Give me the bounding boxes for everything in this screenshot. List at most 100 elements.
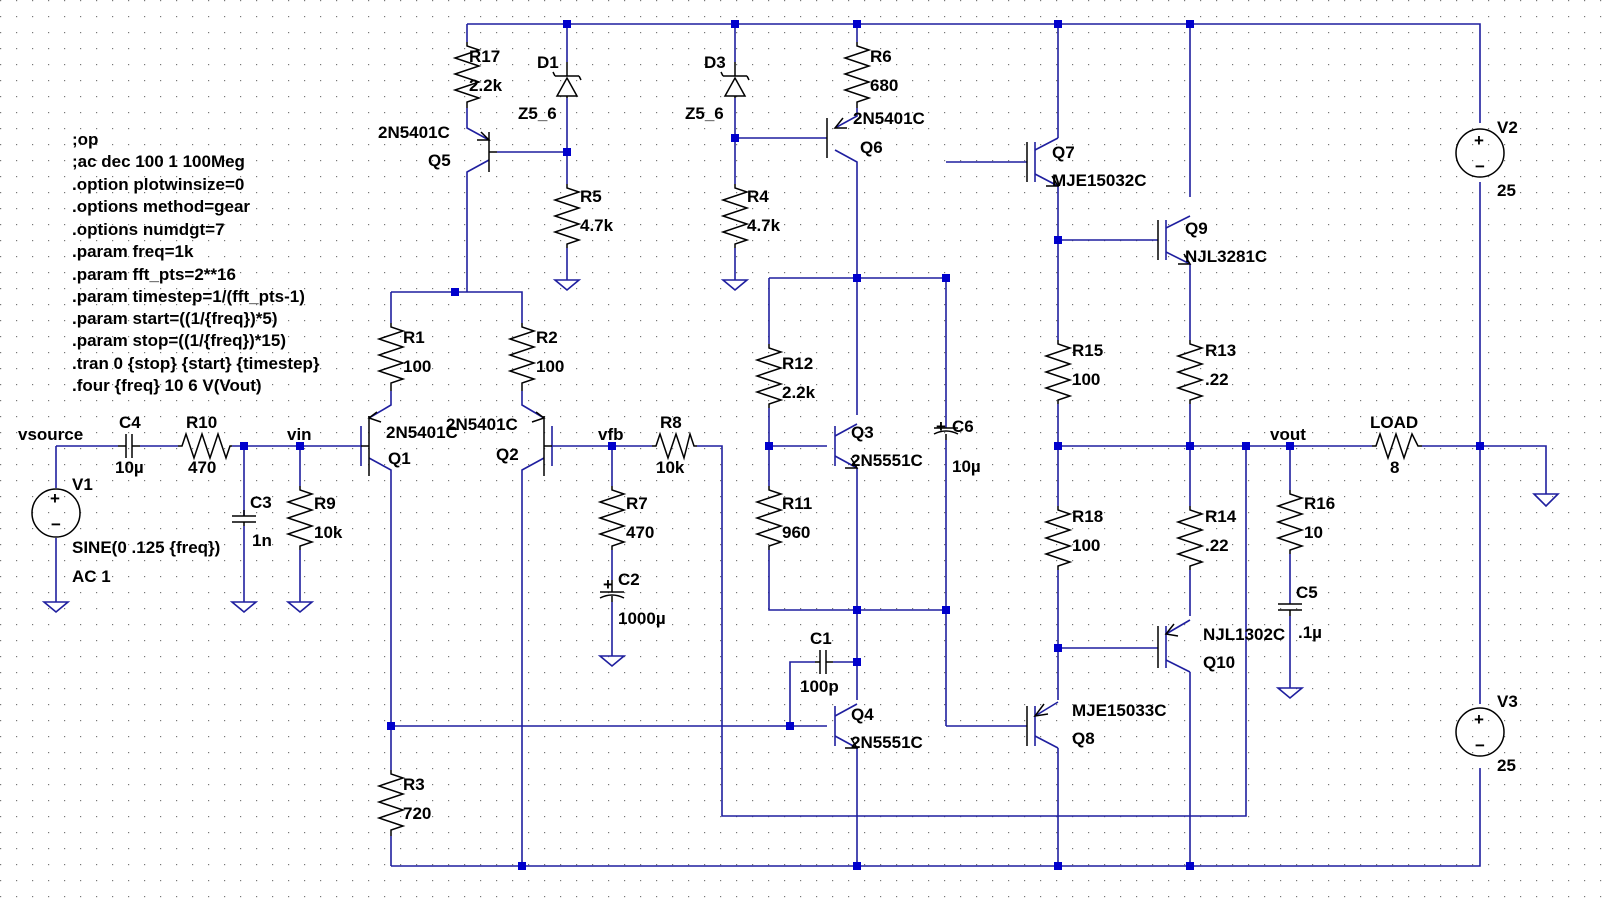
r12-value: 2.2k (782, 383, 816, 402)
r15-value: 100 (1072, 370, 1100, 389)
r9-name: R9 (314, 494, 336, 513)
svg-text:−: − (51, 515, 61, 534)
d1-name: D1 (537, 53, 559, 72)
component-labels: R17 2.2k R6 680 R5 4.7k R4 4.7k R1 100 R… (72, 47, 1518, 823)
resistor-r7 (597, 486, 627, 550)
r8-name: R8 (660, 413, 682, 432)
resistor-r8 (652, 431, 697, 461)
ground-icon (720, 279, 750, 292)
r17-name: R17 (469, 47, 500, 66)
resistor-r1 (376, 323, 406, 391)
transistor-q4 (845, 737, 859, 749)
q6-name: Q6 (860, 138, 883, 157)
net-label-vin: vin (287, 425, 312, 444)
r16-value: 10 (1304, 523, 1323, 542)
c1-name: C1 (810, 629, 832, 648)
resistor-r14 (1175, 506, 1205, 570)
ground-icon (229, 601, 259, 614)
r2-name: R2 (536, 328, 558, 347)
directive-line: .param fft_pts=2**16 (72, 265, 236, 284)
diode-symbols (552, 62, 750, 98)
q10-model: NJL1302C (1203, 625, 1285, 644)
q1-name: Q1 (388, 449, 411, 468)
resistor-r11 (754, 486, 784, 550)
r18-value: 100 (1072, 536, 1100, 555)
c6-value: 10µ (952, 457, 981, 476)
c2-value: 1000µ (618, 609, 666, 628)
load-value: 8 (1390, 458, 1399, 477)
transistor-q8 (1026, 703, 1049, 746)
ground-icon (597, 655, 627, 668)
diode-d1 (552, 62, 582, 98)
r14-value: .22 (1205, 536, 1229, 555)
source-v3: +− (1455, 707, 1505, 757)
resistor-r13 (1175, 340, 1205, 404)
junction-dots (240, 20, 1484, 870)
v1-value: SINE(0 .125 {freq}) (72, 538, 220, 557)
v2-name: V2 (1497, 118, 1518, 137)
q1-model: 2N5401C (386, 423, 458, 442)
r3-name: R3 (403, 775, 425, 794)
d1-value: Z5_6 (518, 104, 557, 123)
q4-model: 2N5551C (851, 733, 923, 752)
svg-text:+: + (603, 575, 613, 594)
r7-value: 470 (626, 523, 654, 542)
resistor-r5 (552, 184, 582, 248)
r7-name: R7 (626, 494, 648, 513)
resistor-r18 (1043, 506, 1073, 570)
capacitor-c5 (1278, 603, 1302, 616)
directive-line: ;ac dec 100 1 100Meg (72, 152, 245, 171)
r8-value: 10k (656, 458, 685, 477)
c1-value: 100p (800, 677, 839, 696)
ground-icon (285, 601, 315, 614)
r13-value: .22 (1205, 370, 1229, 389)
r18-name: R18 (1072, 507, 1103, 526)
q3-model: 2N5551C (851, 451, 923, 470)
v3-value: 25 (1497, 756, 1516, 775)
directive-line: .param stop=((1/{freq})*15) (72, 331, 286, 350)
r10-value: 470 (188, 458, 216, 477)
r16-name: R16 (1304, 494, 1335, 513)
r3-value: 720 (403, 804, 431, 823)
r14-name: R14 (1205, 507, 1237, 526)
spice-directives: ;op ;ac dec 100 1 100Meg .option plotwin… (72, 130, 320, 395)
r4-name: R4 (747, 187, 769, 206)
r5-value: 4.7k (580, 216, 614, 235)
c3-value: 1n (252, 531, 272, 550)
svg-text:+: + (1474, 131, 1484, 150)
q2-name: Q2 (496, 445, 519, 464)
ground-icon (41, 601, 71, 614)
q4-name: Q4 (851, 705, 874, 724)
directive-line: .param freq=1k (72, 242, 194, 261)
v1-name: V1 (72, 475, 93, 494)
transistor-q2 (531, 411, 552, 476)
v3-name: V3 (1497, 692, 1518, 711)
net-label-vsource: vsource (18, 425, 83, 444)
ground-icon (1275, 687, 1305, 700)
q8-name: Q8 (1072, 729, 1095, 748)
transistor-q7 (1026, 142, 1060, 187)
svg-text:−: − (1475, 736, 1485, 755)
resistor-r10 (178, 431, 232, 461)
resistor-r6 (842, 42, 872, 108)
capacitor-c4 (118, 434, 140, 458)
net-labels: vsource vin vfb vout (18, 425, 1306, 444)
transistor-symbols (361, 117, 1192, 749)
v2-value: 25 (1497, 181, 1516, 200)
q3-name: Q3 (851, 423, 874, 442)
directive-line: .param timestep=1/(fft_pts-1) (72, 287, 305, 306)
resistor-r12 (754, 344, 784, 408)
transistor-q6 (826, 117, 847, 158)
c5-name: C5 (1296, 583, 1318, 602)
transistor-q9 (1157, 220, 1192, 265)
r1-name: R1 (403, 328, 425, 347)
c4-name: C4 (119, 413, 141, 432)
ground-icon (552, 279, 582, 292)
directive-line: ;op (72, 130, 98, 149)
voltage-sources: +− +− +− (31, 128, 1505, 757)
r12-name: R12 (782, 354, 813, 373)
q8-model: MJE15033C (1072, 701, 1167, 720)
r6-value: 680 (870, 76, 898, 95)
r17-value: 2.2k (469, 76, 503, 95)
q9-name: Q9 (1185, 219, 1208, 238)
